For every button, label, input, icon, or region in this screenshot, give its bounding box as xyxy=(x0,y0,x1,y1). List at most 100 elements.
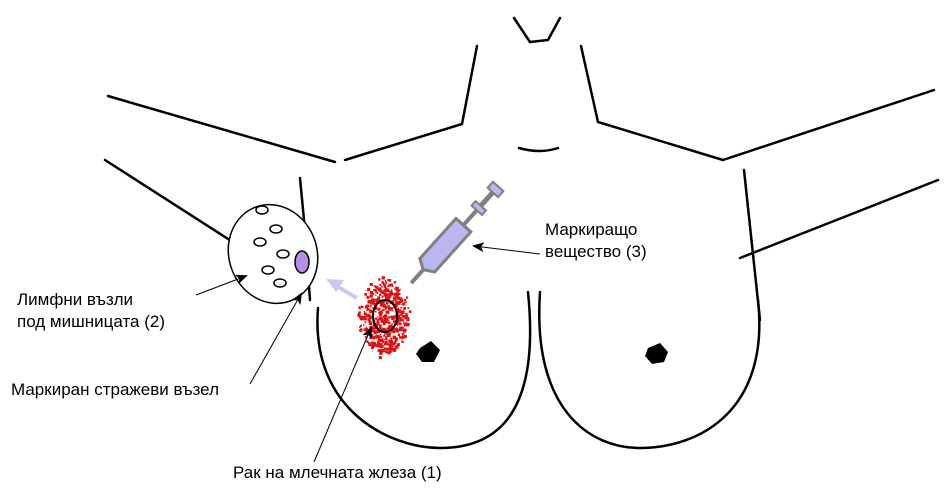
tumor-speck xyxy=(366,290,367,291)
tumor-speck xyxy=(380,345,383,348)
tumor-speck xyxy=(400,321,401,322)
tumor-speck xyxy=(406,318,409,321)
tumor-speck xyxy=(381,312,383,314)
tumor-speck xyxy=(382,320,385,323)
tumor-speck xyxy=(377,319,378,320)
tumor-speck xyxy=(358,306,360,308)
right-torso-side xyxy=(744,170,760,320)
tumor-speck xyxy=(372,336,375,339)
tumor-speck xyxy=(399,327,402,330)
lymph-node xyxy=(274,279,286,287)
dye-label-line2: вещество (3) xyxy=(545,241,647,263)
tumor-speck xyxy=(391,340,394,343)
tumor-speck xyxy=(403,329,405,331)
tumor-speck xyxy=(405,313,407,315)
tumor-speck xyxy=(372,285,373,286)
tumor-speck xyxy=(367,314,368,315)
tumor-speck xyxy=(394,298,396,300)
tumor-speck xyxy=(376,320,379,323)
tumor-speck xyxy=(373,289,375,291)
tumor-speck xyxy=(406,302,407,303)
tumor-speck xyxy=(359,326,361,328)
tumor-speck xyxy=(391,317,394,320)
tumor-speck xyxy=(358,311,361,314)
tumor-speck xyxy=(388,320,389,321)
leader-sentinel xyxy=(250,294,301,384)
tumor-speck xyxy=(366,304,369,307)
tumor-speck xyxy=(408,307,410,309)
tumor-speck xyxy=(379,317,382,320)
tumor-speck xyxy=(370,305,372,307)
tumor-speck xyxy=(389,299,390,300)
tumor-speck xyxy=(403,303,405,305)
tumor-speck xyxy=(400,314,402,316)
tumor-speck xyxy=(371,322,372,323)
tumor-speck xyxy=(368,316,371,319)
tumor-speck xyxy=(372,307,373,308)
sentinel-node xyxy=(295,251,309,273)
tumor-speck xyxy=(363,324,365,326)
tumor-speck xyxy=(406,297,408,299)
tumor-speck xyxy=(383,328,386,331)
tumor-speck xyxy=(393,348,396,351)
dye-label: Маркиращо вещество (3) xyxy=(545,219,647,263)
tumor-speck xyxy=(400,301,402,303)
tumor-speck xyxy=(369,338,370,339)
lymph-nodes-label-line2: под мишницата (2) xyxy=(17,311,165,333)
tumor-speck xyxy=(367,288,370,291)
tumor-speck xyxy=(393,321,395,323)
right-nipple xyxy=(645,343,668,364)
tumor-speck xyxy=(364,293,366,295)
tumor-speck xyxy=(367,308,370,311)
tumor-speck xyxy=(375,344,377,346)
tumor-speck xyxy=(404,299,406,301)
tumor-speck xyxy=(378,345,381,348)
tumor-speck xyxy=(392,311,393,312)
left-nipple xyxy=(416,341,440,362)
tumor-speck xyxy=(381,336,383,338)
tumor-speck xyxy=(383,295,384,296)
tumor-speck xyxy=(373,346,375,348)
tumor-speck xyxy=(394,288,395,289)
tumor-speck xyxy=(402,336,405,339)
tumor-speck xyxy=(359,314,361,316)
tumor-speck xyxy=(384,284,386,286)
tumor-speck xyxy=(388,351,391,354)
tumor-area xyxy=(357,276,411,359)
tumor-speck xyxy=(395,287,397,289)
tumor-speck xyxy=(385,311,388,314)
tumor-speck xyxy=(388,332,391,335)
tumor-speck xyxy=(384,307,386,309)
tumor-speck xyxy=(402,327,404,329)
right-arm-lower xyxy=(740,180,938,258)
tumor-speck xyxy=(377,316,378,317)
neck-right xyxy=(581,46,723,160)
tumor-speck xyxy=(368,300,370,302)
tumor-speck xyxy=(380,284,382,286)
tumor-speck xyxy=(375,286,378,289)
sentinel-node-label: Маркиран стражеви възел xyxy=(11,379,219,401)
tumor-speck xyxy=(382,281,384,283)
axilla-oval xyxy=(215,192,332,316)
torso-outline xyxy=(105,18,938,448)
tumor-speck xyxy=(365,321,367,323)
tumor-speck xyxy=(376,335,379,338)
tumor-speck xyxy=(382,291,385,294)
lymph-node xyxy=(270,225,282,233)
lymph-nodes-label-line1: Лимфни възли xyxy=(17,289,165,311)
tumor-speck xyxy=(398,323,400,325)
tumor-speck xyxy=(388,305,391,308)
tumor-speck xyxy=(401,333,402,334)
tumor-speck xyxy=(389,325,390,326)
tumor-speck xyxy=(388,327,389,328)
sternal-notch xyxy=(519,148,558,151)
lymph-node xyxy=(254,238,266,246)
tumor-speck xyxy=(378,278,380,280)
tumor-speck xyxy=(399,323,402,326)
tumor-speck xyxy=(396,327,398,329)
tumor-speck xyxy=(391,289,392,290)
tumor-speck xyxy=(367,341,369,343)
tumor-speck xyxy=(384,339,385,340)
tumor-speck xyxy=(388,279,391,282)
tumor-speck xyxy=(375,295,376,296)
